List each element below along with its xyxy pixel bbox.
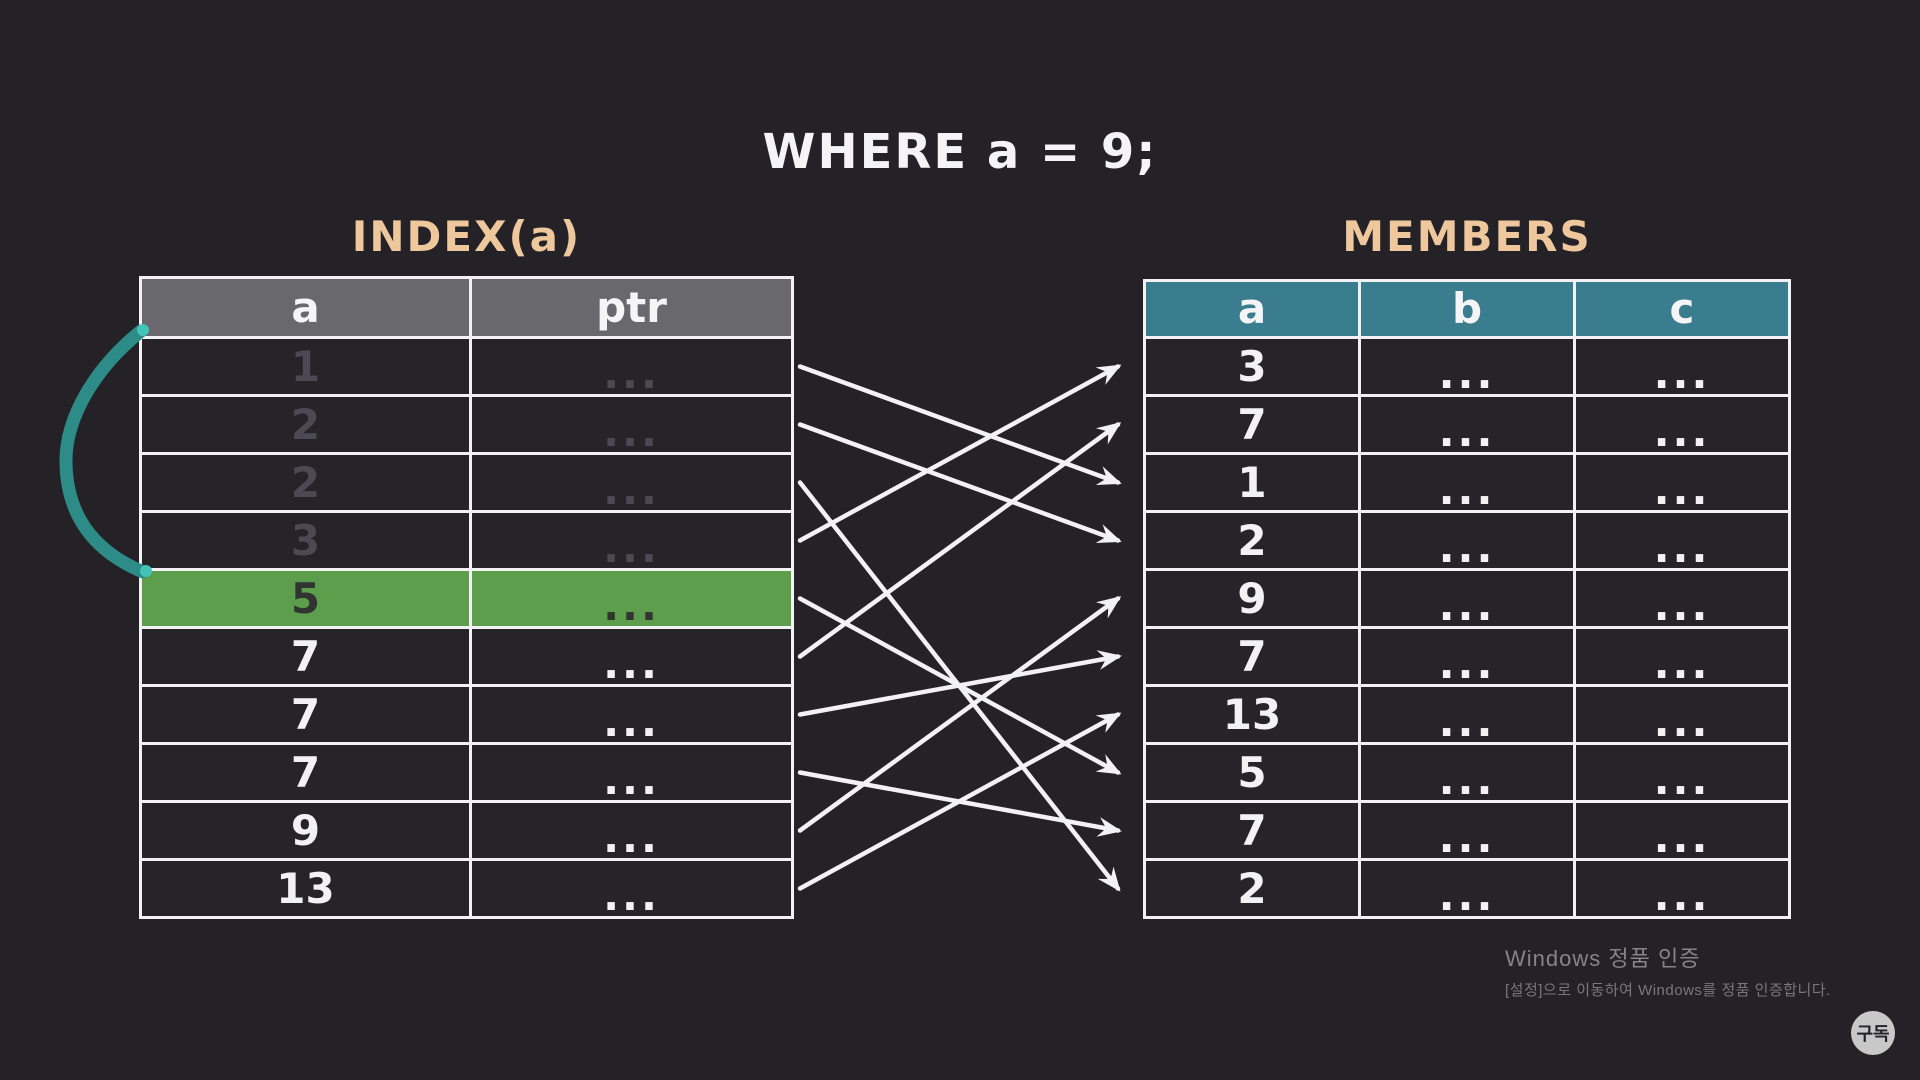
members-cell-b: ...	[1361, 803, 1573, 858]
subscribe-badge[interactable]: 구독	[1851, 1011, 1895, 1055]
index-cell-ptr: ...	[472, 571, 791, 626]
pointer-arrow	[797, 422, 1122, 659]
members-cell-a: 3	[1146, 339, 1358, 394]
index-cell-a: 2	[142, 397, 469, 452]
members-cell-b: ...	[1361, 687, 1573, 742]
members-cell-c: ...	[1576, 803, 1788, 858]
members-cell-a: 2	[1146, 861, 1358, 916]
index-cell-ptr: ...	[472, 861, 791, 916]
watermark-line2: [설정]으로 이동하여 Windows를 정품 인증합니다.	[1505, 982, 1831, 999]
index-table-label: INDEX(a)	[351, 212, 582, 261]
index-cell-a: 3	[142, 513, 469, 568]
members-cell-c: ...	[1576, 339, 1788, 394]
index-cell-ptr: ...	[472, 397, 791, 452]
pointer-arrow	[797, 422, 1122, 544]
subscribe-badge-label: 구독	[1856, 1024, 1890, 1045]
members-cell-c: ...	[1576, 455, 1788, 510]
members-cell-b: ...	[1361, 397, 1573, 452]
windows-activation-watermark: Windows 정품 인증 [설정]으로 이동하여 Windows를 정품 인증…	[1505, 941, 1831, 1000]
members-cell-c: ...	[1576, 571, 1788, 626]
members-cell-a: 7	[1146, 397, 1358, 452]
members-cell-b: ...	[1361, 629, 1573, 684]
index-cell-a: 1	[142, 339, 469, 394]
members-cell-c: ...	[1576, 687, 1788, 742]
index-cell-ptr: ...	[472, 687, 791, 742]
members-cell-b: ...	[1361, 339, 1573, 394]
pointer-arrow	[797, 650, 1122, 717]
index-cell-a: 7	[142, 629, 469, 684]
members-cell-c: ...	[1576, 629, 1788, 684]
pointer-arrow	[797, 712, 1122, 891]
index-cell-ptr: ...	[472, 745, 791, 800]
pointer-arrow	[797, 596, 1122, 775]
index-cell-ptr: ...	[472, 803, 791, 858]
index-header-cell: ptr	[472, 279, 791, 336]
members-header-cell: c	[1576, 282, 1788, 336]
members-cell-c: ...	[1576, 513, 1788, 568]
members-cell-c: ...	[1576, 397, 1788, 452]
index-header-cell: a	[142, 279, 469, 336]
members-cell-b: ...	[1361, 455, 1573, 510]
index-cell-a: 13	[142, 861, 469, 916]
where-clause-title: WHERE a = 9;	[762, 124, 1158, 180]
members-cell-b: ...	[1361, 513, 1573, 568]
index-cell-ptr: ...	[472, 513, 791, 568]
pointer-arrow	[797, 364, 1122, 543]
pointer-arrow	[797, 364, 1122, 486]
pointer-arrow	[797, 480, 1121, 892]
members-cell-a: 13	[1146, 687, 1358, 742]
index-cell-a: 5	[142, 571, 469, 626]
members-cell-a: 7	[1146, 803, 1358, 858]
index-cell-a: 7	[142, 687, 469, 742]
members-table-label: MEMBERS	[1342, 212, 1592, 261]
members-cell-b: ...	[1361, 745, 1573, 800]
members-cell-a: 7	[1146, 629, 1358, 684]
members-cell-c: ...	[1576, 745, 1788, 800]
pointer-arrow	[797, 770, 1122, 837]
members-cell-a: 9	[1146, 571, 1358, 626]
index-cell-a: 7	[142, 745, 469, 800]
pointer-arrow	[797, 596, 1122, 833]
members-cell-a: 5	[1146, 745, 1358, 800]
index-cell-a: 9	[142, 803, 469, 858]
members-header-cell: a	[1146, 282, 1358, 336]
watermark-line1: Windows 정품 인증	[1505, 946, 1701, 971]
members-cell-a: 1	[1146, 455, 1358, 510]
index-cell-ptr: ...	[472, 339, 791, 394]
members-header-cell: b	[1361, 282, 1573, 336]
index-cell-ptr: ...	[472, 455, 791, 510]
members-cell-a: 2	[1146, 513, 1358, 568]
members-cell-c: ...	[1576, 861, 1788, 916]
members-cell-b: ...	[1361, 861, 1573, 916]
index-cell-a: 2	[142, 455, 469, 510]
index-cell-ptr: ...	[472, 629, 791, 684]
members-cell-b: ...	[1361, 571, 1573, 626]
